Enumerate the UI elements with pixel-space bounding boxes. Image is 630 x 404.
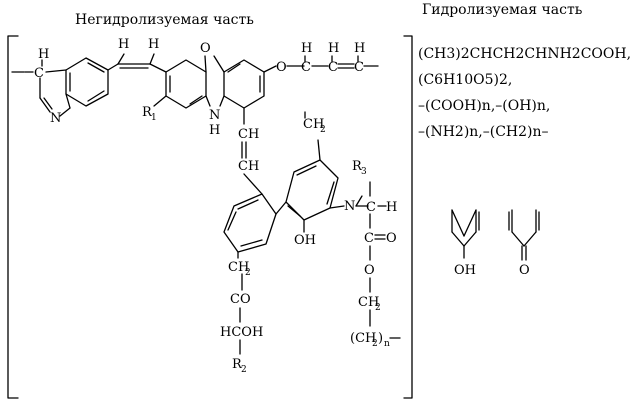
atom-n-indole: N bbox=[50, 111, 61, 126]
atom-ch2n-n: n bbox=[384, 339, 390, 349]
heading-nonhydrolyzable: Негидролизуемая часть bbox=[75, 12, 254, 28]
formula-line-2: (C6H10O5)2, bbox=[418, 72, 512, 88]
indole-moiety: H C N bbox=[24, 47, 109, 126]
lower-left-ring: CH 2 CO HCOH R 2 bbox=[220, 193, 277, 375]
vinylene-bridge-1: H H bbox=[107, 37, 167, 73]
atom-n-bridge: N bbox=[209, 108, 220, 123]
atom-c-allyl-3: C bbox=[354, 60, 364, 75]
atom-c-indole: C bbox=[34, 66, 44, 81]
atom-hcoh: HCOH bbox=[220, 325, 263, 340]
atom-c-alpha: C bbox=[366, 200, 376, 215]
atom-h-allyl-2: H bbox=[328, 41, 339, 56]
allyloxy-chain: O H C H C H C bbox=[263, 41, 379, 75]
atom-r3: R bbox=[352, 159, 363, 174]
atom-nh: N bbox=[344, 199, 355, 214]
atom-o-ether: O bbox=[276, 60, 287, 75]
atom-oh-fragment: OH bbox=[454, 263, 476, 278]
atom-ch2-top-sub: 2 bbox=[320, 125, 326, 135]
atom-h-alpha: H bbox=[386, 200, 397, 215]
atom-h-vinyl-1: H bbox=[118, 37, 129, 52]
ketone-fragment: O bbox=[508, 209, 540, 278]
atom-c-allyl-2: C bbox=[328, 60, 338, 75]
formula-line-1: (CH3)2CHCH2CHNH2COOH, bbox=[418, 46, 630, 62]
atom-h-bridge: H bbox=[209, 123, 220, 138]
atom-ch2-ester: CH bbox=[358, 295, 379, 310]
phenoxazine-core: O N H R 1 bbox=[142, 41, 265, 138]
atom-ch2n-open: (CH bbox=[350, 331, 376, 346]
atom-c-carbonyl: C bbox=[364, 231, 374, 246]
atom-h-allyl-3: H bbox=[354, 41, 365, 56]
atom-ch2-ester-sub: 2 bbox=[375, 303, 381, 313]
heading-hydrolyzable: Гидролизуемая часть bbox=[422, 2, 583, 18]
atom-r1: R bbox=[142, 105, 153, 120]
atom-oh-phenol: OH bbox=[294, 233, 316, 248]
atom-h-indole: H bbox=[38, 47, 49, 62]
left-bracket bbox=[7, 35, 19, 399]
atom-c-allyl-1: C bbox=[301, 60, 311, 75]
atom-ch2n-sub: 2 bbox=[372, 339, 378, 349]
atom-ch-1: CH bbox=[238, 127, 259, 142]
atom-o-fragment: O bbox=[519, 263, 530, 278]
atom-r1-sub: 1 bbox=[151, 113, 157, 123]
atom-h-allyl-1: H bbox=[301, 41, 312, 56]
hydrolyzable-formulas: (CH3)2CHCH2CHNH2COOH, (C6H10O5)2, –(COOH… bbox=[418, 46, 630, 140]
atom-h-vinyl-2: H bbox=[148, 37, 159, 52]
atom-r3-sub: 3 bbox=[361, 167, 367, 177]
atom-o-carbonyl: O bbox=[386, 231, 397, 246]
atom-ch-2: CH bbox=[238, 159, 259, 174]
right-bracket bbox=[403, 35, 413, 399]
phenol-fragment: OH bbox=[451, 209, 480, 278]
formula-line-4: –(NH2)n,–(CH2)n– bbox=[418, 124, 549, 140]
atom-co-left: CO bbox=[230, 292, 251, 307]
vinylene-bridge-2: CH CH bbox=[238, 107, 263, 195]
atom-o-ester: O bbox=[364, 263, 375, 278]
atom-ch2-left-sub: 2 bbox=[245, 268, 251, 278]
atom-o-bridge: O bbox=[200, 41, 211, 56]
formula-line-3: –(COOH)n,–(OH)n, bbox=[418, 98, 550, 114]
atom-ch2-left: CH bbox=[228, 260, 249, 275]
atom-r2: R bbox=[232, 357, 243, 372]
atom-r2-sub: 2 bbox=[241, 365, 247, 375]
atom-ch2-top: CH bbox=[303, 117, 324, 132]
atom-ch2n-close: ) bbox=[378, 331, 383, 346]
phenol-ring: CH 2 OH N C H R 3 C O O CH 2 (CH 2 ) n bbox=[275, 111, 401, 349]
